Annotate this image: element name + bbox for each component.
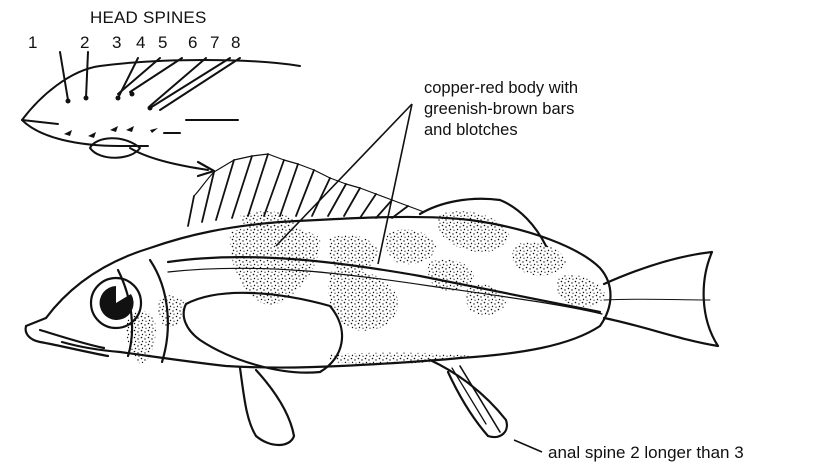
spine-number-1: 1 bbox=[28, 33, 37, 53]
spine-number-8: 8 bbox=[231, 33, 240, 53]
body-color-label: copper-red body with greenish-brown bars… bbox=[424, 78, 578, 141]
anal-spine-label: anal spine 2 longer than 3 bbox=[548, 443, 744, 463]
fish-pectoral-fin bbox=[184, 293, 342, 373]
spine-leader-2 bbox=[86, 52, 88, 98]
anal-leader bbox=[514, 440, 542, 452]
spine-leader-8 bbox=[160, 58, 240, 110]
body-label-line-1: copper-red body with bbox=[424, 78, 578, 99]
inset-opercle-arc bbox=[90, 138, 140, 158]
body-leader-1 bbox=[276, 104, 412, 246]
inset-arrow-line bbox=[130, 148, 208, 170]
spine-number-3: 3 bbox=[112, 33, 121, 53]
fish-anal-spine-3 bbox=[452, 368, 486, 424]
body-label-line-3: and blotches bbox=[424, 120, 578, 141]
spine-number-7: 7 bbox=[210, 33, 219, 53]
spine-number-2: 2 bbox=[80, 33, 89, 53]
spine-leader-1 bbox=[60, 52, 68, 100]
body-label-line-2: greenish-brown bars bbox=[424, 99, 578, 120]
fish-anal-spine-2 bbox=[460, 366, 500, 432]
fish bbox=[26, 154, 718, 445]
fish-caudal-rays bbox=[604, 299, 710, 300]
inset-spine-marks bbox=[64, 92, 158, 139]
fish-dorsal-spines bbox=[188, 154, 408, 226]
fish-pupil bbox=[100, 286, 134, 320]
inset-mouth bbox=[22, 120, 58, 124]
head-spines-title: HEAD SPINES bbox=[90, 8, 207, 28]
spine-leader-7 bbox=[150, 58, 230, 108]
head-inset bbox=[22, 52, 300, 176]
label-leaders bbox=[276, 104, 542, 452]
fish-mouth bbox=[26, 318, 108, 356]
fish-pelvic-fin bbox=[240, 368, 294, 445]
spine-number-6: 6 bbox=[188, 33, 197, 53]
spine-number-4: 4 bbox=[136, 33, 145, 53]
spine-number-5: 5 bbox=[158, 33, 167, 53]
